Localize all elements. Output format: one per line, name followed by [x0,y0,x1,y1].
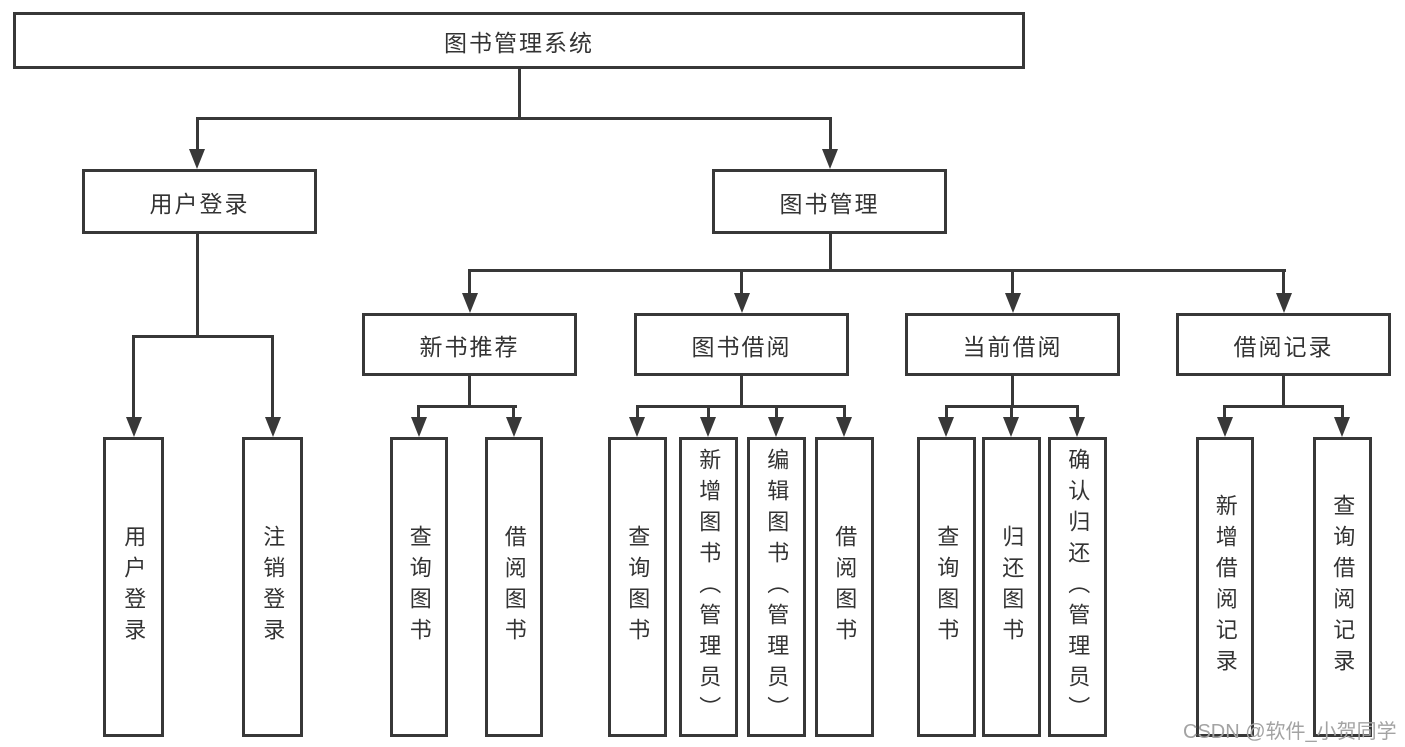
arrowhead-down-icon [1217,417,1233,437]
leaf-recommend-query-books: 查询图书 [390,437,448,737]
leaf-current-query-books: 查询图书 [917,437,976,737]
node-label: 查询图书 [625,525,651,649]
arrowhead-down-icon [506,417,522,437]
arrowhead-down-icon [700,417,716,437]
node-label: 确认归还（管理员） [1065,447,1091,727]
arrowhead-down-icon [938,417,954,437]
connector-stem [1223,405,1226,419]
leaf-borrowing-query-books: 查询图书 [608,437,667,737]
arrowhead-down-icon [411,417,427,437]
connector-line [1282,374,1285,408]
connector-stem [417,405,420,419]
node-user-login: 用户登录 [82,169,317,234]
arrowhead-down-icon [462,293,478,313]
arrowhead-down-icon [734,293,750,313]
leaf-logout: 注销登录 [242,437,303,737]
node-label: 编辑图书（管理员） [764,447,790,727]
leaf-user-login: 用户登录 [103,437,164,737]
leaf-recommend-borrow-books: 借阅图书 [485,437,543,737]
arrowhead-down-icon [1005,293,1021,313]
node-label: 查询图书 [406,525,432,649]
node-label: 借阅记录 [1233,333,1334,360]
connector-stem [945,405,948,419]
arrowhead-down-icon [189,149,205,169]
connector-stem [1011,269,1014,295]
arrowhead-down-icon [265,417,281,437]
connector-line [132,335,274,338]
connector-stem [775,405,778,419]
connector-stem [468,269,471,295]
arrowhead-down-icon [768,417,784,437]
node-current-borrowing: 当前借阅 [905,313,1120,376]
connector-stem [1341,405,1344,419]
connector-line [418,405,517,408]
leaf-return-books: 归还图书 [982,437,1041,737]
node-label: 借阅图书 [501,525,527,649]
node-label: 图书管理 [779,190,880,217]
connector-stem [196,117,199,151]
connector-line [1011,374,1014,408]
node-book-borrowing: 图书借阅 [634,313,849,376]
node-label: 注销登录 [260,525,286,649]
node-label: 借阅图书 [832,525,858,649]
node-label: 归还图书 [999,525,1025,649]
leaf-edit-books-admin: 编辑图书（管理员） [747,437,806,737]
connector-line [636,405,846,408]
node-label: 图书管理系统 [444,29,594,56]
node-label: 当前借阅 [962,333,1063,360]
node-label: 用户登录 [149,190,250,217]
arrowhead-down-icon [822,149,838,169]
connector-stem [132,335,135,419]
node-label: 新书推荐 [419,333,520,360]
connector-stem [707,405,710,419]
node-label: 查询借阅记录 [1330,494,1356,680]
csdn-watermark: CSDN @软件_小贺同学 [1183,721,1397,743]
connector-stem [843,405,846,419]
node-label: 查询图书 [934,525,960,649]
connector-line [829,233,832,272]
connector-stem [271,335,274,419]
node-label: 图书借阅 [691,333,792,360]
connector-line [196,117,832,120]
arrowhead-down-icon [629,417,645,437]
leaf-query-borrow-record: 查询借阅记录 [1313,437,1372,737]
leaf-add-borrow-record: 新增借阅记录 [1196,437,1254,737]
connector-line [196,233,199,337]
connector-stem [1282,269,1285,295]
node-label: 新增图书（管理员） [696,447,722,727]
arrowhead-down-icon [1003,417,1019,437]
leaf-borrowing-borrow-books: 借阅图书 [815,437,874,737]
node-label: 用户登录 [121,525,147,649]
node-label: 新增借阅记录 [1212,494,1238,680]
connector-stem [1076,405,1079,419]
node-library-management-system: 图书管理系统 [13,12,1025,69]
leaf-confirm-return-admin: 确认归还（管理员） [1048,437,1107,737]
arrowhead-down-icon [126,417,142,437]
connector-line [468,374,471,408]
node-borrowing-records: 借阅记录 [1176,313,1391,376]
connector-line [1224,405,1344,408]
connector-line [740,374,743,408]
connector-stem [740,269,743,295]
connector-stem [636,405,639,419]
connector-line [518,68,521,120]
arrowhead-down-icon [836,417,852,437]
connector-stem [829,117,832,151]
leaf-add-books-admin: 新增图书（管理员） [679,437,738,737]
connector-stem [1010,405,1013,419]
node-new-book-recommendation: 新书推荐 [362,313,577,376]
connector-stem [512,405,515,419]
connector-line [468,269,1286,272]
arrowhead-down-icon [1276,293,1292,313]
arrowhead-down-icon [1334,417,1350,437]
node-book-management: 图书管理 [712,169,947,234]
arrowhead-down-icon [1069,417,1085,437]
